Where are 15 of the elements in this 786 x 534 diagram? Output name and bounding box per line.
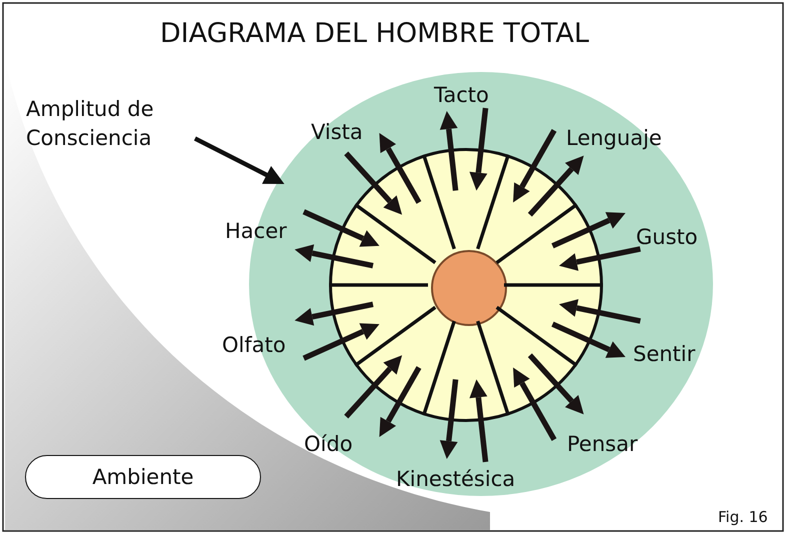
sense-label: Olfato <box>222 335 286 356</box>
sense-label: Tacto <box>434 85 489 106</box>
sense-label: Lenguaje <box>566 128 662 149</box>
sense-label: Hacer <box>225 221 287 242</box>
sense-label: Kinestésica <box>396 469 516 490</box>
environment-box: Ambiente <box>25 455 261 499</box>
title: DIAGRAMA DEL HOMBRE TOTAL <box>160 20 590 47</box>
leader-arrow <box>194 136 284 184</box>
sense-label: Vista <box>311 122 363 143</box>
sense-label: Oído <box>304 434 353 455</box>
sense-label: Sentir <box>633 344 696 365</box>
sense-label: Gusto <box>636 227 698 248</box>
sense-label: Pensar <box>567 434 638 455</box>
figure-number: Fig. 16 <box>718 510 768 525</box>
callout-text: Amplitud de Consciencia <box>26 95 201 153</box>
